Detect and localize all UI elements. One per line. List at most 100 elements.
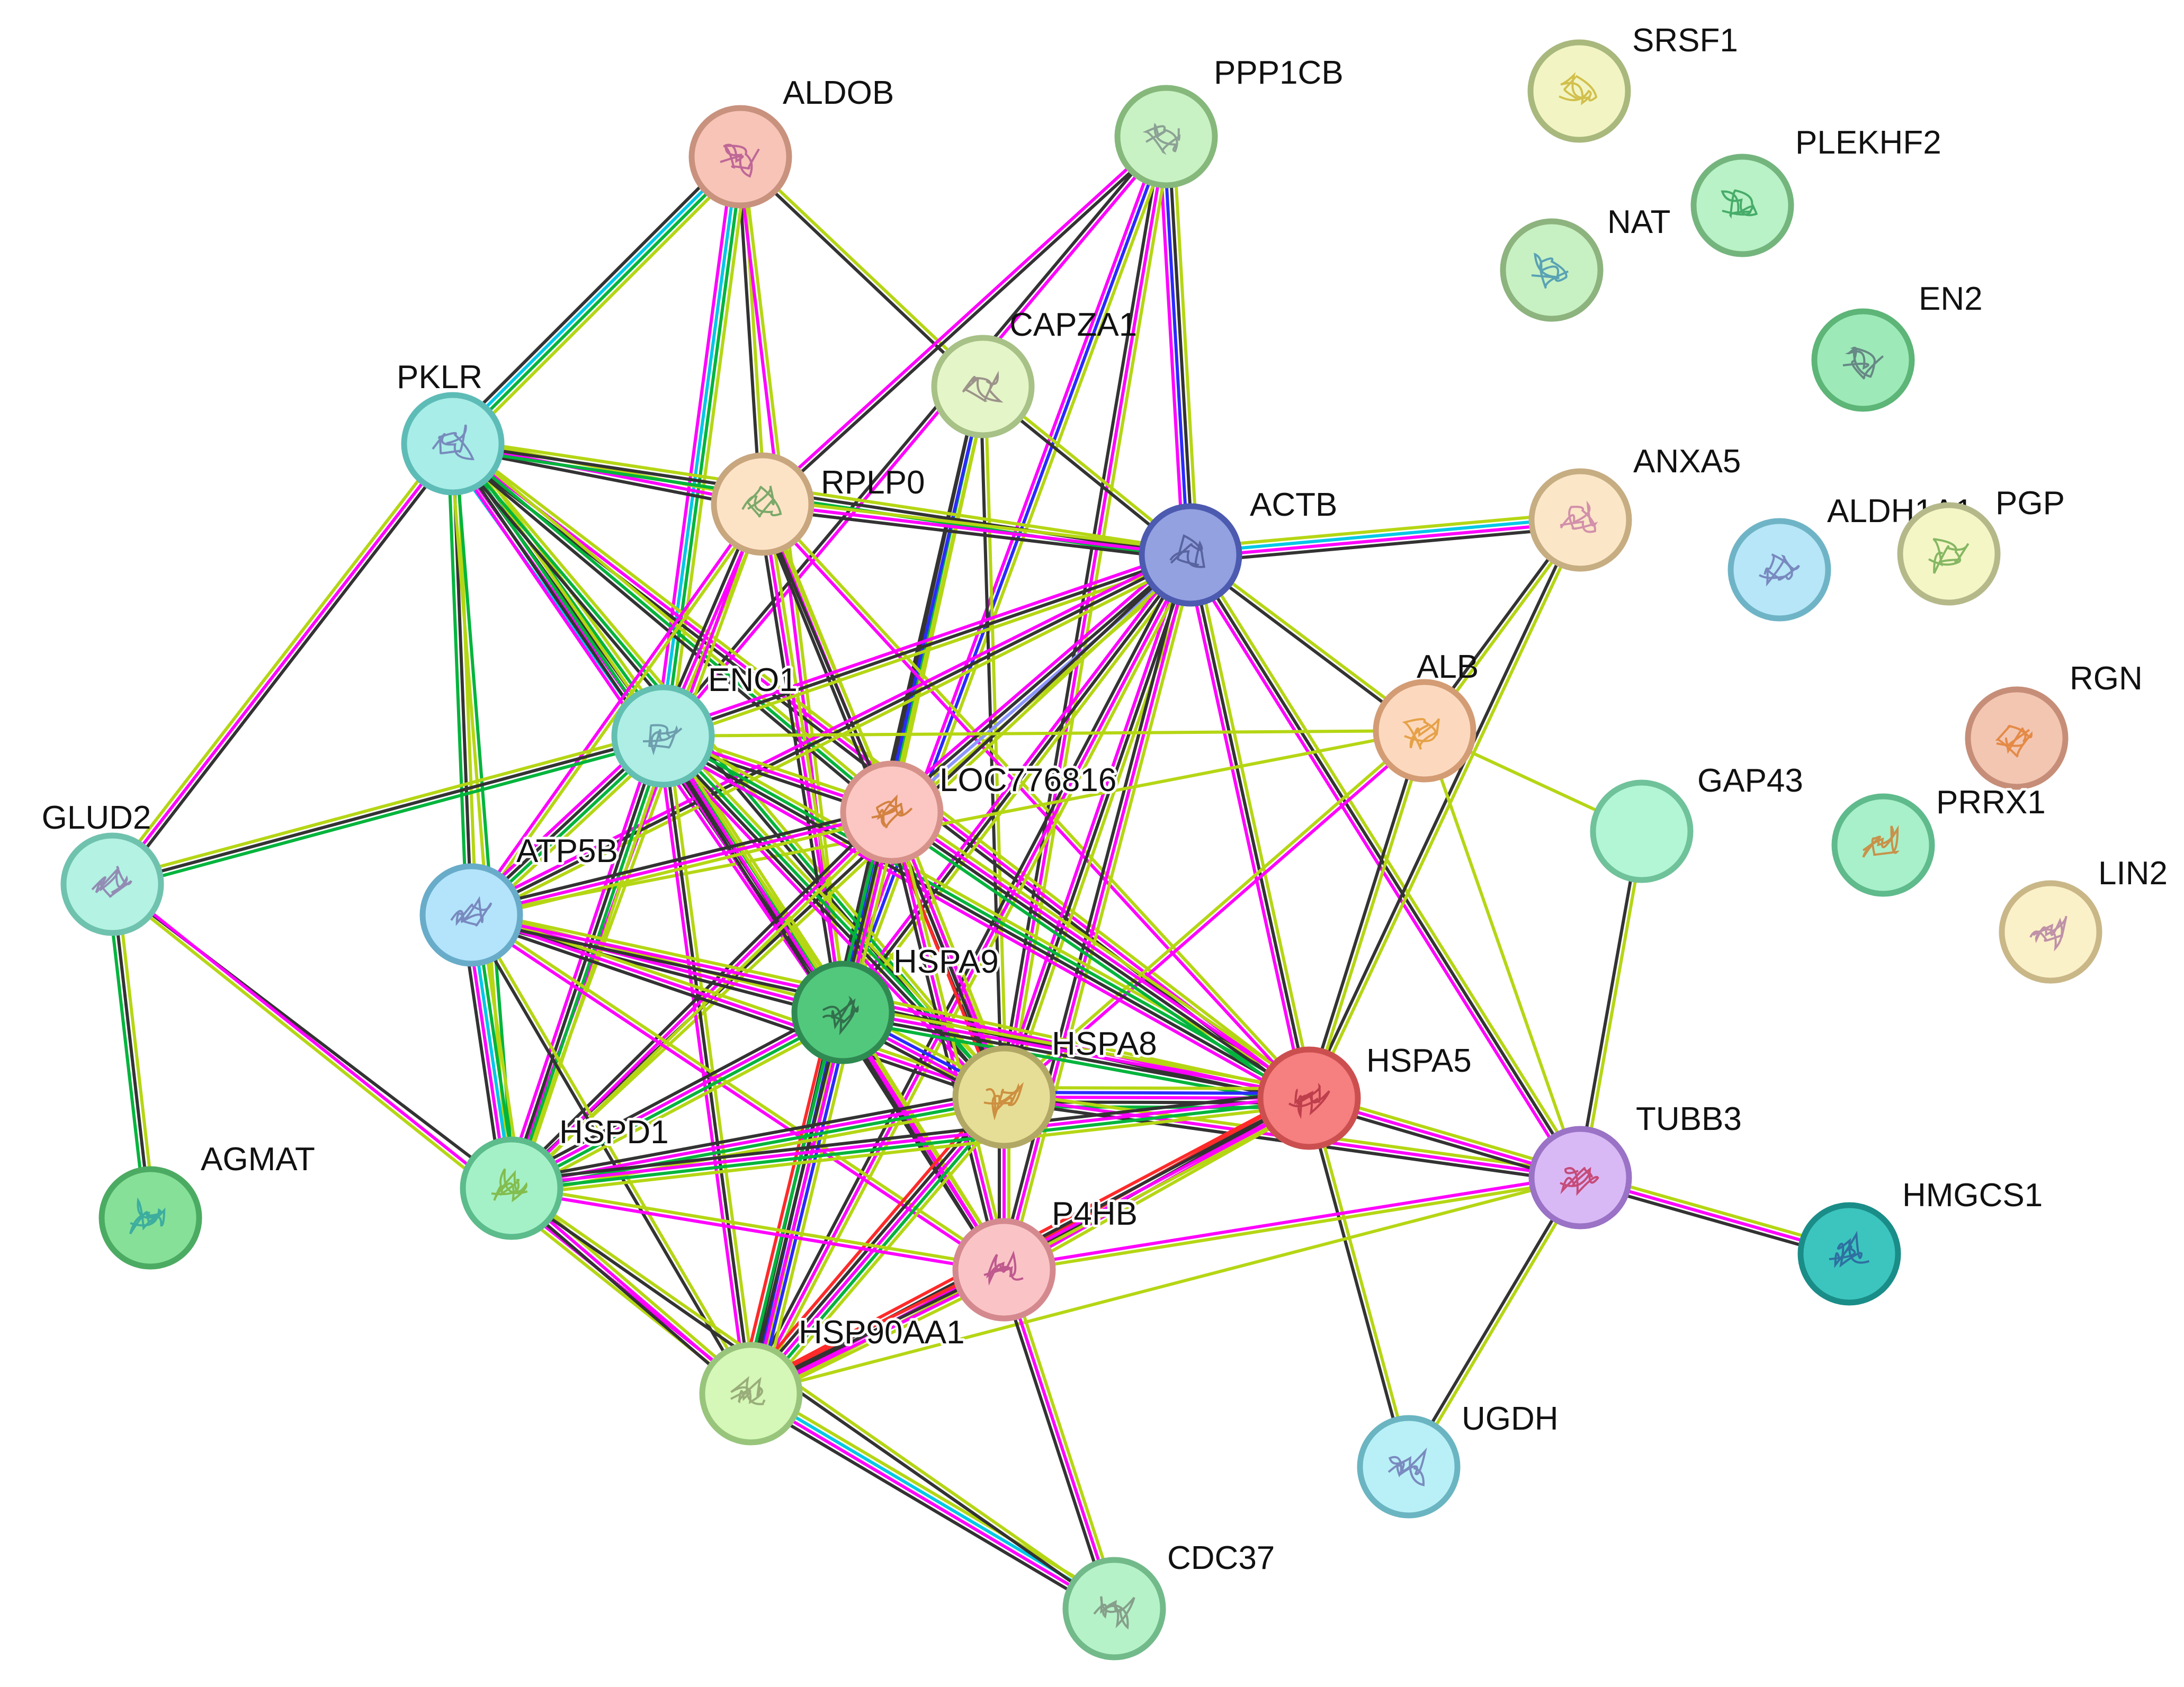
node-label: PPP1CB — [1214, 55, 1344, 91]
edge-strand-black — [760, 507, 1192, 561]
node-circle[interactable] — [611, 684, 715, 788]
edge-strand-magenta — [468, 915, 1005, 1273]
node-circle[interactable] — [60, 832, 164, 936]
edge-PPP1CB-RPLP0 — [759, 133, 1170, 508]
edge-HSPD1-HSP90AA1 — [507, 1183, 756, 1399]
node-nat[interactable]: NAT — [1500, 204, 1670, 322]
node-circle[interactable] — [1690, 154, 1794, 257]
edge-strand-black — [508, 1188, 1115, 1612]
node-circle[interactable] — [931, 335, 1035, 438]
node-circle[interactable] — [1062, 1557, 1166, 1661]
edge-strand-yellowgreen — [1007, 554, 1197, 1100]
node-pgp[interactable]: PGP — [1897, 485, 2065, 606]
edge-strand-black — [1305, 1097, 1408, 1469]
edge-strand-magenta — [467, 549, 1190, 912]
node-hsp90aa1[interactable]: HSP90AA1 — [699, 1312, 968, 1446]
node-hmgcs1[interactable]: HMGCS1 — [1797, 1177, 2043, 1306]
node-cdc37[interactable]: CDC37 — [1062, 1540, 1275, 1661]
protein-structure-icon — [1559, 71, 1598, 105]
node-hspa8[interactable]: HSPA8 — [952, 1023, 1160, 1149]
node-circle[interactable] — [1139, 503, 1242, 607]
edge-strand-yellowgreen — [1310, 1096, 1413, 1468]
edge-ANXA5-HSPA5 — [1305, 517, 1585, 1101]
node-hspa5[interactable]: HSPA5 — [1257, 1043, 1472, 1150]
node-hspa9[interactable]: HSPA9 — [791, 941, 1001, 1064]
edge-strand-yellowgreen — [1193, 552, 1315, 1099]
node-actb[interactable]: ACTB — [1139, 487, 1337, 607]
edge-strand-yellowgreen — [1007, 1267, 1121, 1609]
node-label: TUBB3 — [1636, 1101, 1742, 1137]
node-plekhf2[interactable]: PLEKHF2 — [1690, 124, 1941, 257]
node-alb[interactable]: ALB — [1373, 649, 1479, 783]
node-label: ALDOB — [783, 75, 894, 111]
protein-structure-icon — [432, 424, 475, 461]
edge-strand-magenta — [470, 913, 1006, 1099]
edge-P4HB-CDC37 — [998, 1267, 1121, 1612]
node-capza1[interactable]: CAPZA1 — [931, 307, 1137, 438]
edge-strand-blue — [1162, 135, 1190, 557]
node-circle[interactable] — [711, 452, 814, 556]
node-rgn[interactable]: RGN — [1965, 660, 2143, 790]
edge-strand-yellowgreen — [894, 804, 1315, 1094]
node-loc776816[interactable]: LOC776816 — [840, 759, 1119, 864]
node-tubb3[interactable]: TUBB3 — [1528, 1101, 1742, 1230]
node-label: PGP — [1995, 485, 2065, 522]
node-circle[interactable] — [1831, 793, 1935, 897]
node-ugdh[interactable]: UGDH — [1357, 1401, 1559, 1519]
edge-strand-black — [737, 157, 983, 390]
node-circle[interactable] — [1897, 502, 2001, 606]
node-circle[interactable] — [1590, 779, 1694, 883]
node-srsf1[interactable]: SRSF1 — [1527, 22, 1738, 143]
protein-structure-icon — [91, 865, 132, 898]
edge-PPP1CB-ENO1 — [659, 133, 1170, 739]
edge-strand-black — [885, 812, 1001, 1273]
protein-structure-icon — [1288, 1082, 1330, 1119]
protein-structure-icon — [741, 485, 782, 518]
node-circle[interactable] — [1257, 1046, 1361, 1150]
node-en2[interactable]: EN2 — [1811, 281, 1983, 412]
edge-strand-yellowgreen — [511, 1103, 1312, 1197]
node-aldob[interactable]: ALDOB — [688, 75, 894, 209]
edge-strand-yellowgreen — [106, 439, 451, 883]
protein-structure-icon — [1142, 122, 1181, 155]
node-agmat[interactable]: AGMAT — [99, 1141, 315, 1270]
node-ppp1cb[interactable]: PPP1CB — [1114, 55, 1344, 189]
edge-strand-black — [446, 150, 737, 441]
protein-structure-icon — [2029, 916, 2067, 952]
node-circle[interactable] — [1727, 518, 1831, 622]
node-circle[interactable] — [1114, 85, 1218, 189]
edge-HSP90AA1-CDC37 — [746, 1386, 1120, 1617]
node-eno1[interactable]: ENO1 — [611, 659, 800, 788]
node-circle[interactable] — [419, 863, 523, 967]
node-circle[interactable] — [1527, 39, 1631, 143]
node-circle[interactable] — [1811, 308, 1915, 412]
node-pklr[interactable]: PKLR — [397, 359, 505, 496]
edge-strand-magenta — [1189, 521, 1582, 559]
node-circle[interactable] — [1500, 218, 1604, 322]
node-gap43[interactable]: GAP43 — [1590, 762, 1803, 883]
edge-ACTB-ENO1 — [660, 549, 1194, 742]
node-hspd1[interactable]: HSPD1 — [460, 1111, 672, 1240]
edge-TUBB3-UGDH — [1405, 1174, 1584, 1470]
edge-RPLP0-LOC776816 — [758, 501, 896, 815]
node-glud2[interactable]: GLUD2 — [42, 800, 164, 936]
edge-strand-yellowgreen — [471, 815, 895, 921]
edge-GLUD2-AGMAT — [106, 882, 157, 1221]
edge-strand-cyan — [1188, 516, 1582, 554]
edge-strand-black — [508, 1088, 1005, 1183]
node-p4hb[interactable]: P4HB — [952, 1193, 1140, 1322]
node-circle[interactable] — [460, 1136, 563, 1240]
protein-structure-icon — [983, 1250, 1024, 1286]
node-lin2[interactable]: LIN2 — [1999, 855, 2168, 984]
node-circle[interactable] — [952, 1045, 1056, 1149]
node-anxa5[interactable]: ANXA5 — [1528, 443, 1741, 572]
edge-strand-yellowgreen — [1001, 727, 1425, 1097]
node-prrx1[interactable]: PRRX1 — [1831, 782, 2048, 897]
node-label: GAP43 — [1697, 762, 1803, 799]
node-atp5b[interactable]: ATP5B — [419, 830, 621, 967]
node-label: HSPA5 — [1366, 1043, 1472, 1079]
edge-strand-black — [1189, 553, 1311, 1100]
protein-structure-icon — [1862, 825, 1900, 858]
edge-strand-magenta — [112, 881, 754, 1394]
node-rplp0[interactable]: RPLP0 — [711, 452, 925, 556]
